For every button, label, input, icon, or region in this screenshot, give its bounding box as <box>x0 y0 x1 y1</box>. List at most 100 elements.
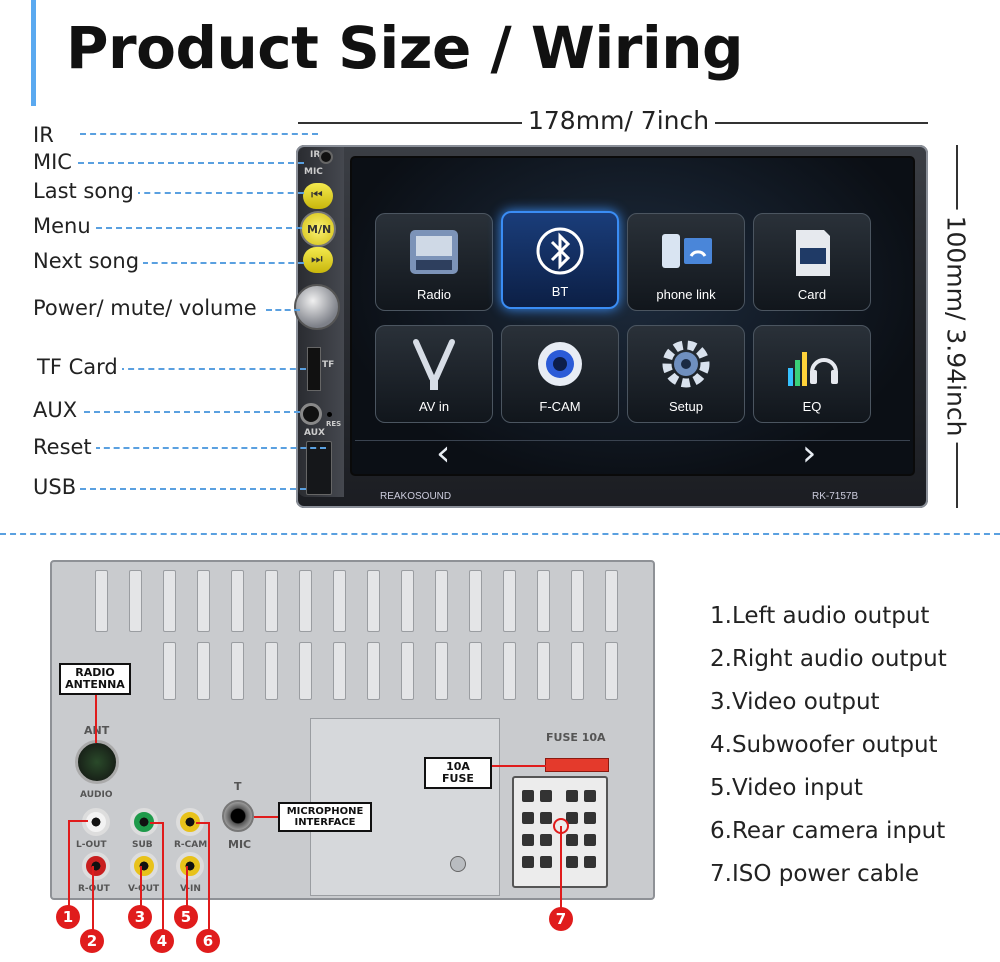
callout-aux: AUX <box>33 400 82 421</box>
volume-knob[interactable] <box>294 284 340 330</box>
marker-6-leader-v <box>208 822 210 930</box>
legend-item-7: 7.ISO power cable <box>710 861 920 887</box>
reset-mark: RES <box>326 420 342 428</box>
screen-nav-divider <box>355 440 910 441</box>
av-cable-icon <box>413 339 455 390</box>
iso-pin <box>522 856 534 868</box>
callout-last-song: Last song <box>33 181 138 202</box>
tile-f-cam[interactable]: F-CAM <box>501 325 619 423</box>
tile-phone-link[interactable]: phone link <box>627 213 745 311</box>
tile-card-label: Card <box>797 287 827 302</box>
usb-port-cover[interactable] <box>306 441 332 495</box>
iso-pin <box>540 834 552 846</box>
rca-left-audio-out[interactable] <box>82 808 110 836</box>
next-song-button[interactable] <box>303 247 333 273</box>
tile-setup[interactable]: Setup <box>627 325 745 423</box>
iso-pin <box>566 812 578 824</box>
marker-3: 3 <box>128 905 152 929</box>
heat-sink-fin <box>265 570 278 632</box>
heat-sink-fin <box>469 642 482 700</box>
heat-sink-fin <box>537 570 550 632</box>
tile-bt-label: BT <box>551 284 569 299</box>
heat-sink-fin <box>197 642 210 700</box>
marker-4: 4 <box>150 929 174 953</box>
mic-print: MIC <box>228 838 252 851</box>
heat-sink-fin <box>435 570 448 632</box>
tile-radio-label: Radio <box>417 287 451 302</box>
iso-pin <box>584 834 596 846</box>
heat-sink-fin <box>537 642 550 700</box>
aux-mark: AUX <box>304 428 325 438</box>
heat-sink-fin <box>95 570 108 632</box>
radio-antenna-port[interactable] <box>75 740 119 784</box>
tile-bt[interactable]: BT <box>501 211 619 309</box>
marker-5-leader <box>186 866 188 908</box>
marker-2-leader <box>92 866 94 930</box>
sub-print: SUB <box>132 840 153 850</box>
next-page-arrow[interactable]: › <box>802 433 817 474</box>
section-divider <box>0 533 1000 535</box>
rcam-print: R-CAM <box>174 840 208 850</box>
phone-link-icon <box>662 234 712 268</box>
tile-phone-link-label: phone link <box>656 287 716 302</box>
tile-radio[interactable]: Radio <box>375 213 493 311</box>
rca-video-in[interactable] <box>176 852 204 880</box>
legend-item-2: 2.Right audio output <box>710 646 947 672</box>
tile-card[interactable]: Card <box>753 213 871 311</box>
previous-page-arrow[interactable]: ‹ <box>436 433 451 474</box>
width-dimension-label: 178mm/ 7inch <box>522 106 716 135</box>
equalizer-headphones-icon <box>788 352 838 386</box>
callout-usb: USB <box>33 477 81 498</box>
title-accent-bar <box>31 0 36 106</box>
marker-5: 5 <box>174 905 198 929</box>
ir-sensor <box>319 150 333 164</box>
marker-1-leader-v <box>68 820 70 908</box>
tile-av-in[interactable]: AV in <box>375 325 493 423</box>
lout-print: L-OUT <box>76 840 107 850</box>
rca-subwoofer-out[interactable] <box>130 808 158 836</box>
tile-eq[interactable]: EQ <box>753 325 871 423</box>
vin-print: V-IN <box>180 884 201 894</box>
heat-sink-fin <box>333 570 346 632</box>
heat-sink-fin <box>163 642 176 700</box>
iso-pin <box>522 790 534 802</box>
antenna-pointer <box>95 695 97 743</box>
mounting-screw <box>450 856 466 872</box>
iso-pin <box>566 834 578 846</box>
heat-sink-fin <box>401 570 414 632</box>
heat-sink-fin <box>231 570 244 632</box>
ir-mark: IR <box>310 150 321 160</box>
heat-sink-fin <box>197 570 210 632</box>
microphone-port[interactable] <box>222 800 254 832</box>
menu-button[interactable] <box>300 211 336 247</box>
iso-pin <box>522 812 534 824</box>
last-song-button[interactable] <box>303 183 333 209</box>
next-song-leader <box>142 262 304 264</box>
reset-hole[interactable] <box>327 412 332 417</box>
iso-pin <box>584 812 596 824</box>
radio-antenna-tag: RADIO ANTENNA <box>59 663 131 696</box>
menu-leader <box>96 227 302 229</box>
model-number: RK-7157B <box>812 491 859 502</box>
sd-card-icon <box>796 230 830 276</box>
tf-card-slot[interactable] <box>307 347 321 391</box>
iso-pin <box>540 790 552 802</box>
tf-mark: TF <box>322 360 335 370</box>
rca-video-out[interactable] <box>130 852 158 880</box>
iso-pin <box>584 790 596 802</box>
marker-4-leader-v <box>162 822 164 930</box>
legend-item-3: 3.Video output <box>710 689 880 715</box>
iso-pin <box>566 790 578 802</box>
tile-f-cam-label: F-CAM <box>539 399 581 414</box>
tile-av-in-label: AV in <box>418 399 450 414</box>
legend-item-4: 4.Subwoofer output <box>710 732 938 758</box>
heat-sink-fin <box>367 570 380 632</box>
iso-pin <box>584 856 596 868</box>
heat-sink-fin <box>503 570 516 632</box>
rca-right-audio-out[interactable] <box>82 852 110 880</box>
callout-ir: IR <box>33 125 58 146</box>
heat-sink-fin <box>265 642 278 700</box>
height-dimension-label: 100mm/ 3.94inch <box>941 209 971 443</box>
aux-port[interactable] <box>300 403 322 425</box>
fuse[interactable] <box>545 758 609 772</box>
